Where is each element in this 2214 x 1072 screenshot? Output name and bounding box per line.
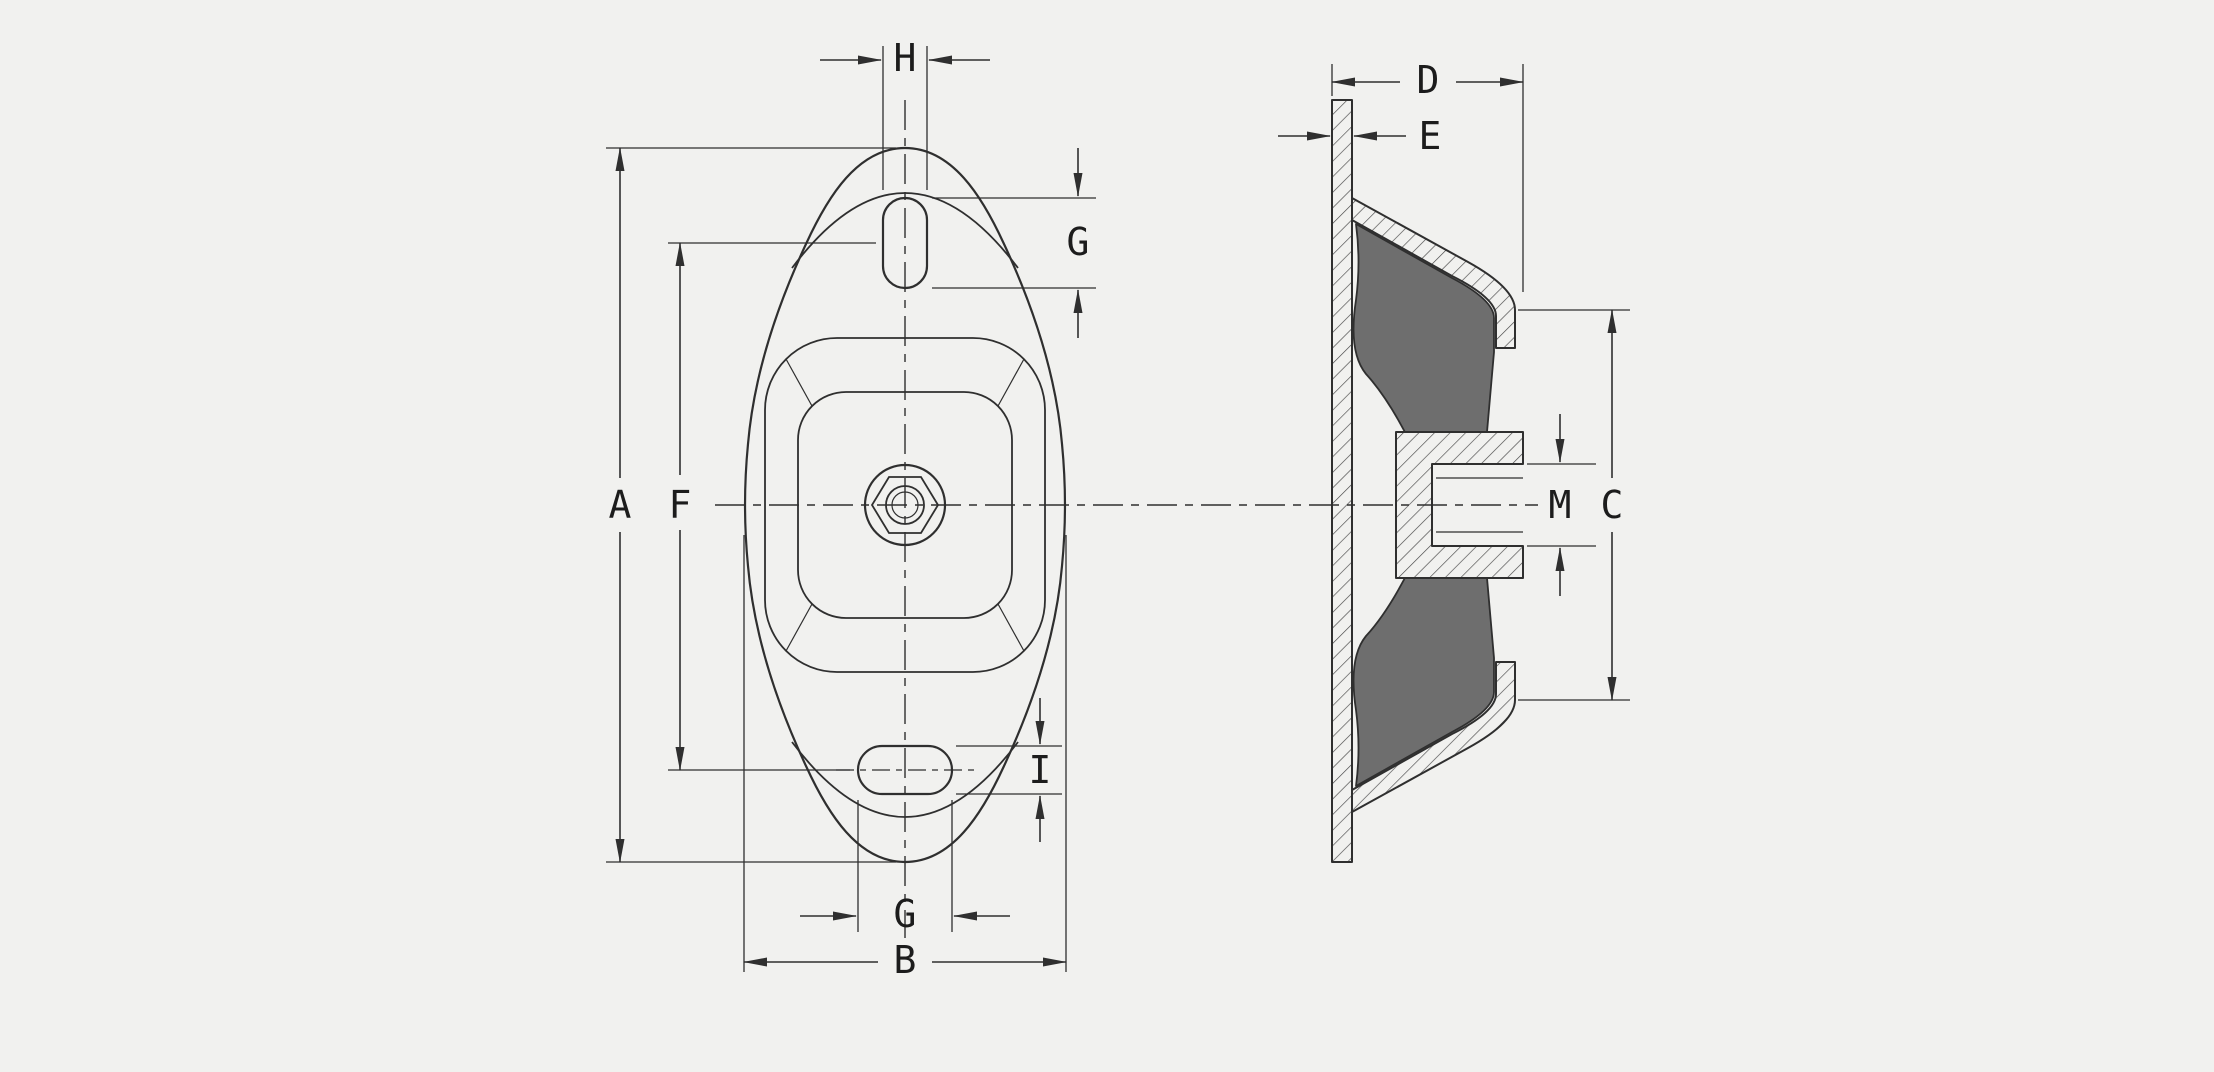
dim-G-bottom: G	[800, 800, 1010, 936]
hex-flats	[870, 476, 940, 534]
dim-label-f: F	[669, 483, 692, 527]
corner-blend-top-right	[997, 358, 1025, 407]
upper-rubber	[1352, 223, 1495, 443]
lower-shell	[1351, 661, 1516, 813]
lower-rubber	[1352, 567, 1495, 787]
dim-label-i: I	[1029, 748, 1052, 792]
corner-blend-bottom-left	[785, 603, 813, 652]
dim-label-a: A	[609, 483, 632, 527]
dim-D: D	[1331, 58, 1524, 292]
dim-label-g-bottom: G	[894, 892, 917, 936]
dim-label-b: B	[894, 938, 917, 982]
dim-G-top: G	[932, 148, 1096, 338]
section-view	[1331, 99, 1524, 863]
dimensions: H G A F G	[606, 36, 1630, 982]
dim-label-m: M	[1549, 483, 1572, 527]
dim-label-g-top: G	[1067, 220, 1090, 264]
mounting-plate	[1331, 99, 1353, 863]
dim-I: I	[956, 698, 1062, 842]
dim-label-d: D	[1417, 58, 1440, 102]
dim-label-h: H	[894, 36, 917, 80]
dim-label-e: E	[1419, 114, 1442, 158]
dim-A: A	[606, 147, 896, 863]
dim-C: C	[1518, 309, 1630, 701]
dim-label-c: C	[1601, 483, 1624, 527]
centerlines	[715, 100, 1538, 938]
center-bushing	[1395, 431, 1524, 579]
dim-F: F	[668, 242, 876, 771]
dim-B: B	[743, 535, 1067, 982]
upper-shell	[1351, 197, 1516, 349]
corner-blend-bottom-right	[997, 603, 1025, 652]
dim-E: E	[1278, 114, 1441, 158]
dim-M: M	[1527, 414, 1596, 596]
corner-blend-top-left	[785, 358, 813, 407]
dim-H: H	[820, 36, 990, 190]
